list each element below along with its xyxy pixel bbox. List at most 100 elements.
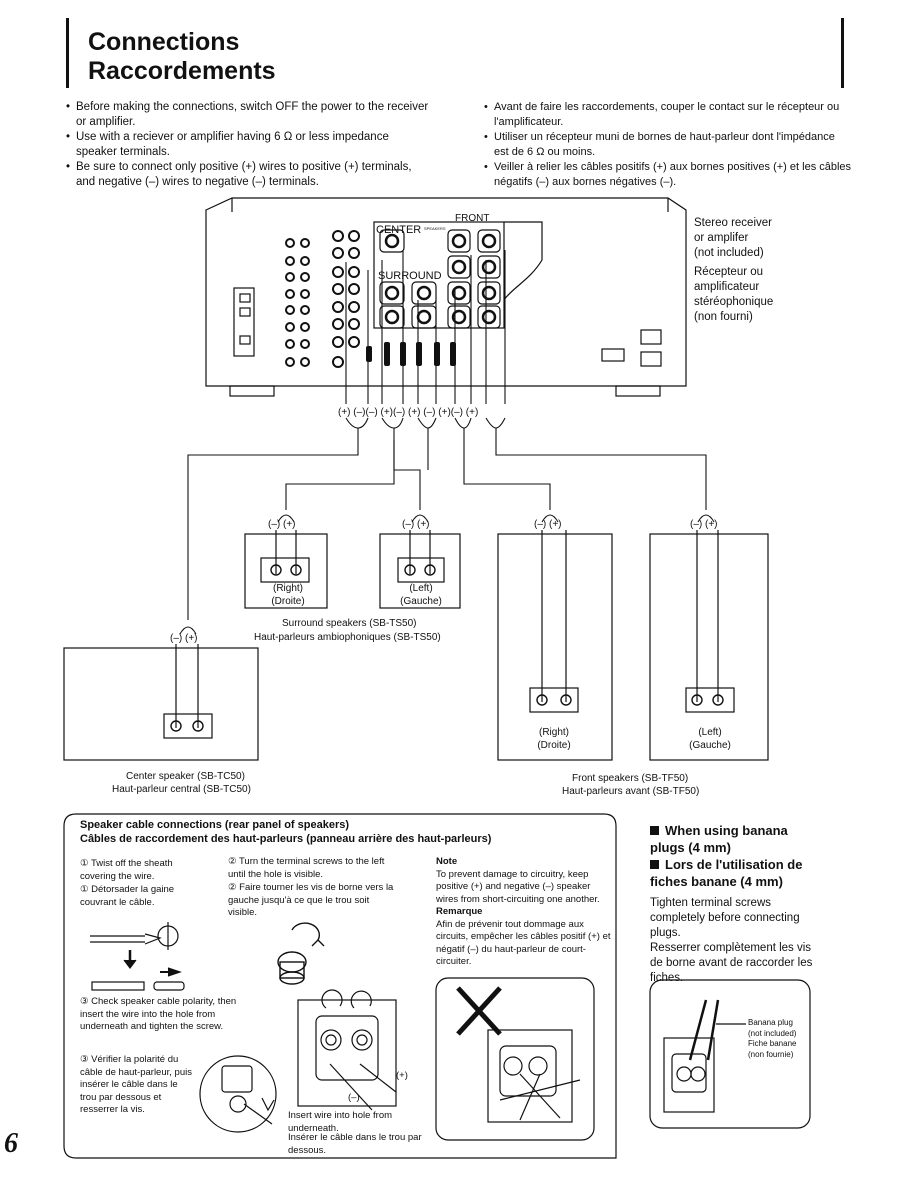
receiver-side-panel: [233, 287, 255, 357]
banana-plug-illustration: [649, 979, 811, 1129]
remarque-text: Afin de prévenir tout dommage aux circui…: [436, 918, 611, 968]
front-left-fr: (Gauche): [689, 740, 731, 751]
banana-title-fr: Lors de l'utilisation de fiches banane (…: [650, 857, 803, 889]
surround-right-polarity: (–) (+): [268, 519, 296, 530]
step2-en: ② Turn the terminal screws to the left u…: [228, 856, 385, 880]
surround-caption-fr: Haut-parleurs ambiophoniques (SB-TS50): [254, 632, 441, 643]
surround-left-fr: (Gauche): [400, 596, 442, 607]
note-title: Note: [436, 856, 458, 867]
surround-label: SURROUND: [378, 270, 442, 282]
title-right-rule: [841, 18, 844, 88]
terminal-screw-illustration: [277, 922, 325, 985]
banana-plug-en2: (not included): [748, 1028, 797, 1038]
receiver-polarity-row: (+) (–)(–) (+)(–) (+) (–) (+)(–) (+): [338, 407, 479, 418]
strip-wire-illustration: [90, 922, 185, 991]
receiver-label-fr: Récepteur ou amplificateur stéréophoniqu…: [694, 265, 773, 325]
intro-en: Before making the connections, switch OF…: [66, 100, 432, 190]
terminal-magnified-illustration: [199, 989, 397, 1133]
cable-heading-en: Speaker cable connections (rear panel of…: [80, 819, 350, 831]
surround-left-en: (Left): [409, 583, 433, 594]
remarque-title: Remarque: [436, 906, 483, 917]
front-left-polarity: (–) (+): [690, 519, 718, 530]
receiver-foot-right: [615, 385, 661, 397]
page-number: 6: [4, 1128, 18, 1159]
bullet-square-icon: [650, 826, 659, 835]
receiver-label-fr-3: stéréophonique: [694, 296, 774, 308]
center-polarity: (–) (+): [170, 633, 198, 644]
receiver-label-en-1: Stereo receiver: [694, 217, 772, 229]
front-speaker-right: [497, 533, 613, 761]
banana-title-en: When using banana plugs (4 mm): [650, 823, 788, 855]
intro-fr-1: Avant de faire les raccordements, couper…: [484, 100, 852, 130]
intro-en-1: Before making the connections, switch OF…: [66, 100, 432, 130]
front-caption-en: Front speakers (SB-TF50): [572, 773, 689, 784]
surround-right-fr: (Droite): [271, 596, 305, 607]
title-en: Connections: [88, 28, 240, 56]
banana-text-en: Tighten terminal screws completely befor…: [650, 897, 800, 939]
front-right-en: (Right): [538, 727, 569, 738]
plus-label: (+): [396, 1070, 408, 1081]
receiver-terminals: [285, 230, 360, 368]
receiver-label-fr-1: Récepteur ou: [694, 266, 764, 278]
center-caption-fr: Haut-parleur central (SB-TC50): [112, 784, 251, 795]
step1-en: ① Twist off the sheath covering the wire…: [80, 858, 173, 882]
front-speaker-left: [649, 533, 769, 761]
title-bar: Connections Raccordements: [66, 18, 844, 88]
intro-fr: Avant de faire les raccordements, couper…: [484, 100, 852, 190]
speakers-tiny-label: SPEAKERS: [424, 226, 446, 231]
surround-right-en: (Right): [272, 583, 303, 594]
front-caption-fr: Haut-parleurs avant (SB-TF50): [562, 786, 700, 797]
cable-section-frame: [63, 813, 617, 1159]
center-label: CENTER: [376, 224, 422, 236]
banana-plug-label: Banana plug (not included) Fiche banane …: [748, 1018, 796, 1060]
bullet-square-icon: [650, 860, 659, 869]
cable-heading-fr: Câbles de raccordement des haut-parleurs…: [80, 833, 492, 845]
front-left-label: (Left) (Gauche): [682, 726, 738, 752]
intro-en-2: Use with a reciever or amplifier having …: [66, 130, 432, 160]
front-right-fr: (Droite): [537, 740, 571, 751]
front-right-label: (Right) (Droite): [530, 726, 578, 752]
surround-speaker-right: [244, 533, 328, 609]
receiver-label-fr-2: amplificateur: [694, 281, 760, 293]
insert-fr: Insérer le câble dans le trou par dessou…: [288, 1132, 422, 1156]
banana-text-fr: Resserrer complètement les vis de borne …: [650, 942, 813, 984]
banana-plug-en: Banana plug: [748, 1018, 793, 1027]
front-label: FRONT: [455, 213, 490, 224]
step2-fr: ② Faire tourner les vis de borne vers la…: [228, 882, 394, 918]
insert-en: Insert wire into hole from underneath.: [288, 1110, 393, 1134]
speaker-terminal-panel: [373, 221, 505, 329]
step3-fr: ③ Vérifier la polarité du câble de haut-…: [80, 1054, 192, 1115]
intro-en-3: Be sure to connect only positive (+) wir…: [66, 160, 432, 190]
banana-plug-fr: Fiche banane: [748, 1039, 797, 1048]
cable-lines: [179, 250, 715, 635]
page-title: Connections Raccordements: [88, 28, 276, 86]
cable-plugs: [366, 342, 456, 366]
center-speaker: [63, 647, 259, 761]
surround-left-label: (Left) (Gauche): [392, 582, 450, 608]
surround-right-label: (Right) (Droite): [266, 582, 310, 608]
title-fr: Raccordements: [88, 57, 276, 85]
step1-fr: ① Détorsader la gaine couvrant le câble.: [80, 884, 175, 908]
receiver-body: [205, 197, 687, 387]
receiver-foot-left: [229, 385, 275, 397]
receiver-label-en: Stereo receiver or amplifer (not include…: [694, 216, 772, 261]
step3-en: ③ Check speaker cable polarity, then ins…: [80, 996, 237, 1032]
front-right-polarity: (–) (+): [534, 519, 562, 530]
front-left-en: (Left): [698, 727, 722, 738]
banana-section: When using banana plugs (4 mm) Lors de l…: [650, 822, 814, 986]
surround-caption-en: Surround speakers (SB-TS50): [282, 618, 417, 629]
wrong-connection-illustration: [435, 977, 595, 1141]
title-left-rule: [66, 18, 69, 88]
receiver-label-fr-4: (non fourni): [694, 311, 753, 323]
surround-speaker-left: [379, 533, 461, 609]
minus-label: (–): [348, 1092, 360, 1103]
note-block: Note To prevent damage to circuitry, kee…: [436, 856, 614, 969]
note-text: To prevent damage to circuitry, keep pos…: [436, 868, 600, 905]
intro-fr-3: Veiller à relier les câbles positifs (+)…: [484, 160, 852, 190]
surround-left-polarity: (–) (+): [402, 519, 430, 530]
intro-fr-2: Utiliser un récepteur muni de bornes de …: [484, 130, 852, 160]
banana-plug-fr2: (non fournie): [748, 1049, 794, 1059]
receiver-label-en-2: or amplifer: [694, 232, 749, 244]
center-caption-en: Center speaker (SB-TC50): [126, 771, 245, 782]
